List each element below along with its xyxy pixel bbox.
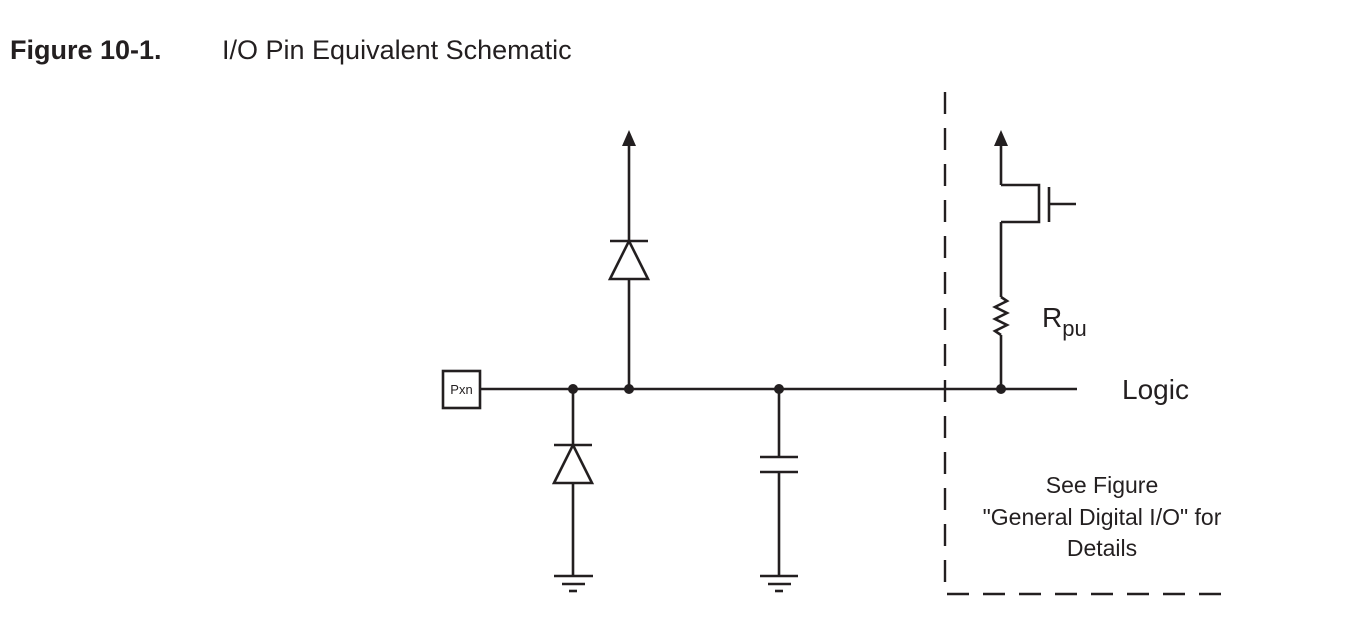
note-line-2: "General Digital I/O" for <box>983 504 1222 530</box>
resistor-label-main: R <box>1042 302 1062 333</box>
pin-capacitor <box>760 389 798 593</box>
pin-label: Pxn <box>450 382 472 397</box>
note-line-3: Details <box>1067 535 1137 561</box>
logic-boundary <box>943 92 1225 596</box>
resistor-label: Rpu <box>1042 302 1087 341</box>
vcc-clamp-diode <box>607 130 651 389</box>
ground-icon <box>554 574 593 593</box>
gnd-clamp-diode <box>551 389 595 593</box>
pullup-transistor <box>994 130 1076 224</box>
vcc-arrow-icon <box>622 130 636 146</box>
figure-title: I/O Pin Equivalent Schematic <box>222 35 572 65</box>
figure-number: Figure 10-1. <box>10 35 162 65</box>
resistor-label-sub: pu <box>1062 316 1086 341</box>
pullup-resistor <box>992 222 1010 389</box>
note-line-1: See Figure <box>1046 472 1159 498</box>
pin-pad: Pxn <box>441 369 482 410</box>
logic-label: Logic <box>1122 374 1189 405</box>
vcc-arrow-icon <box>994 130 1008 146</box>
ground-icon <box>760 574 798 593</box>
